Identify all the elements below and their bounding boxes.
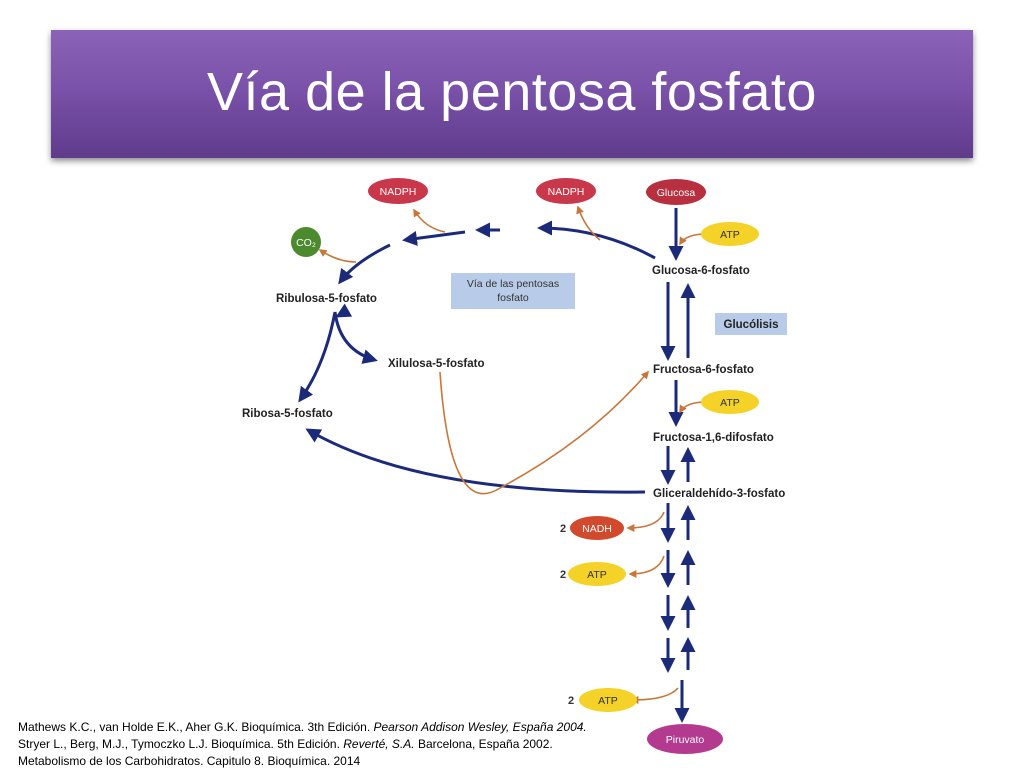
pyruvate-label: Piruvato	[666, 734, 705, 746]
arc-segment-3	[402, 230, 466, 246]
atp-label-3: ATP	[587, 569, 607, 581]
references: Mathews K.C., van Holde E.K., Aher G.K. …	[18, 719, 718, 770]
atp-oval-2	[701, 390, 759, 414]
pentose-pathway-label-2: fosfato	[497, 292, 529, 304]
fructose-6-phosphate: Fructosa-6-fosfato	[653, 364, 754, 376]
g3p-to-ribose-arc	[305, 428, 646, 494]
atp4-side-arrow	[630, 687, 679, 704]
glucose-6-phosphate: Glucosa-6-fosfato	[652, 265, 750, 277]
glyceraldehyde-3-phosphate: Gliceraldehído-3-fosfato	[653, 488, 785, 500]
ribose-5-phosphate: Ribosa-5-fosfato	[242, 408, 333, 420]
pentose-pathway-label-1: Vía de las pentosas	[467, 278, 559, 290]
ribulose-to-xylulose	[333, 311, 378, 364]
nadph-oval-1	[368, 178, 428, 204]
reference-2: Stryer L., Berg, M.J., Tymoczko L.J. Bio…	[18, 736, 718, 753]
atp-label-2: ATP	[720, 397, 740, 409]
fructose-1-6-diphosphate: Fructosa-1,6-difosfato	[653, 432, 774, 444]
pentose-pathway-box	[451, 273, 575, 309]
reference-1: Mathews K.C., van Holde E.K., Aher G.K. …	[18, 719, 718, 736]
reference-2-italic: Reverté, S.A.	[343, 737, 415, 751]
reference-1-italic: Pearson Addison Wesley, España 2004.	[373, 720, 587, 734]
reference-1-text: Mathews K.C., van Holde E.K., Aher G.K. …	[18, 720, 374, 734]
atp-label-4: ATP	[598, 695, 618, 707]
atp-oval-4	[579, 688, 637, 712]
glycolysis-label: Glucólisis	[724, 319, 779, 331]
slide-title: Vía de la pentosa fosfato	[207, 62, 817, 122]
ribulose-to-ribose	[298, 311, 337, 403]
reference-2-tail: Barcelona, España 2002.	[414, 737, 553, 751]
nadph2-side-arrow	[576, 205, 601, 241]
co2-label: CO₂	[296, 237, 316, 249]
nadph-label-2: NADPH	[548, 186, 585, 198]
nadh-oval	[570, 516, 624, 540]
atp-oval-3	[568, 562, 626, 586]
glycolysis-box	[715, 313, 787, 335]
atp4-count: 2	[568, 695, 574, 707]
glucose-label: Glucosa	[657, 187, 696, 199]
xylulose-5-phosphate: Xilulosa-5-fosfato	[388, 358, 484, 370]
atp-label-1: ATP	[720, 229, 740, 241]
xylulose-to-ribulose	[335, 303, 353, 318]
reference-2-text: Stryer L., Berg, M.J., Tymoczko L.J. Bio…	[18, 737, 344, 751]
reference-3: Metabolismo de los Carbohidratos. Capitu…	[18, 753, 718, 770]
glucose-oval	[646, 179, 706, 205]
nadh-count: 2	[560, 523, 566, 535]
atp3-side-arrow	[628, 555, 665, 578]
co2-circle	[291, 227, 321, 257]
reference-3-text: Metabolismo de los Carbohidratos. Capitu…	[18, 754, 361, 768]
co2-side-arrow	[318, 249, 357, 263]
title-banner: Vía de la pentosa fosfato	[51, 30, 973, 158]
nadph-oval-2	[536, 178, 596, 204]
ribulose-5-phosphate: Ribulosa-5-fosfato	[276, 293, 377, 305]
pyruvate-oval	[647, 724, 723, 754]
nadph-label-1: NADPH	[380, 186, 417, 198]
atp3-count: 2	[560, 569, 566, 581]
nadph1-side-arrow	[413, 208, 446, 233]
atp-oval-1	[701, 222, 759, 246]
nadh-label: NADH	[582, 523, 612, 535]
nadh-side-arrow	[626, 511, 665, 532]
arc-g6p-to-ribulose	[537, 220, 656, 260]
arc-segment-4	[338, 243, 391, 285]
xylulose-to-f6p-arrow	[439, 370, 650, 495]
